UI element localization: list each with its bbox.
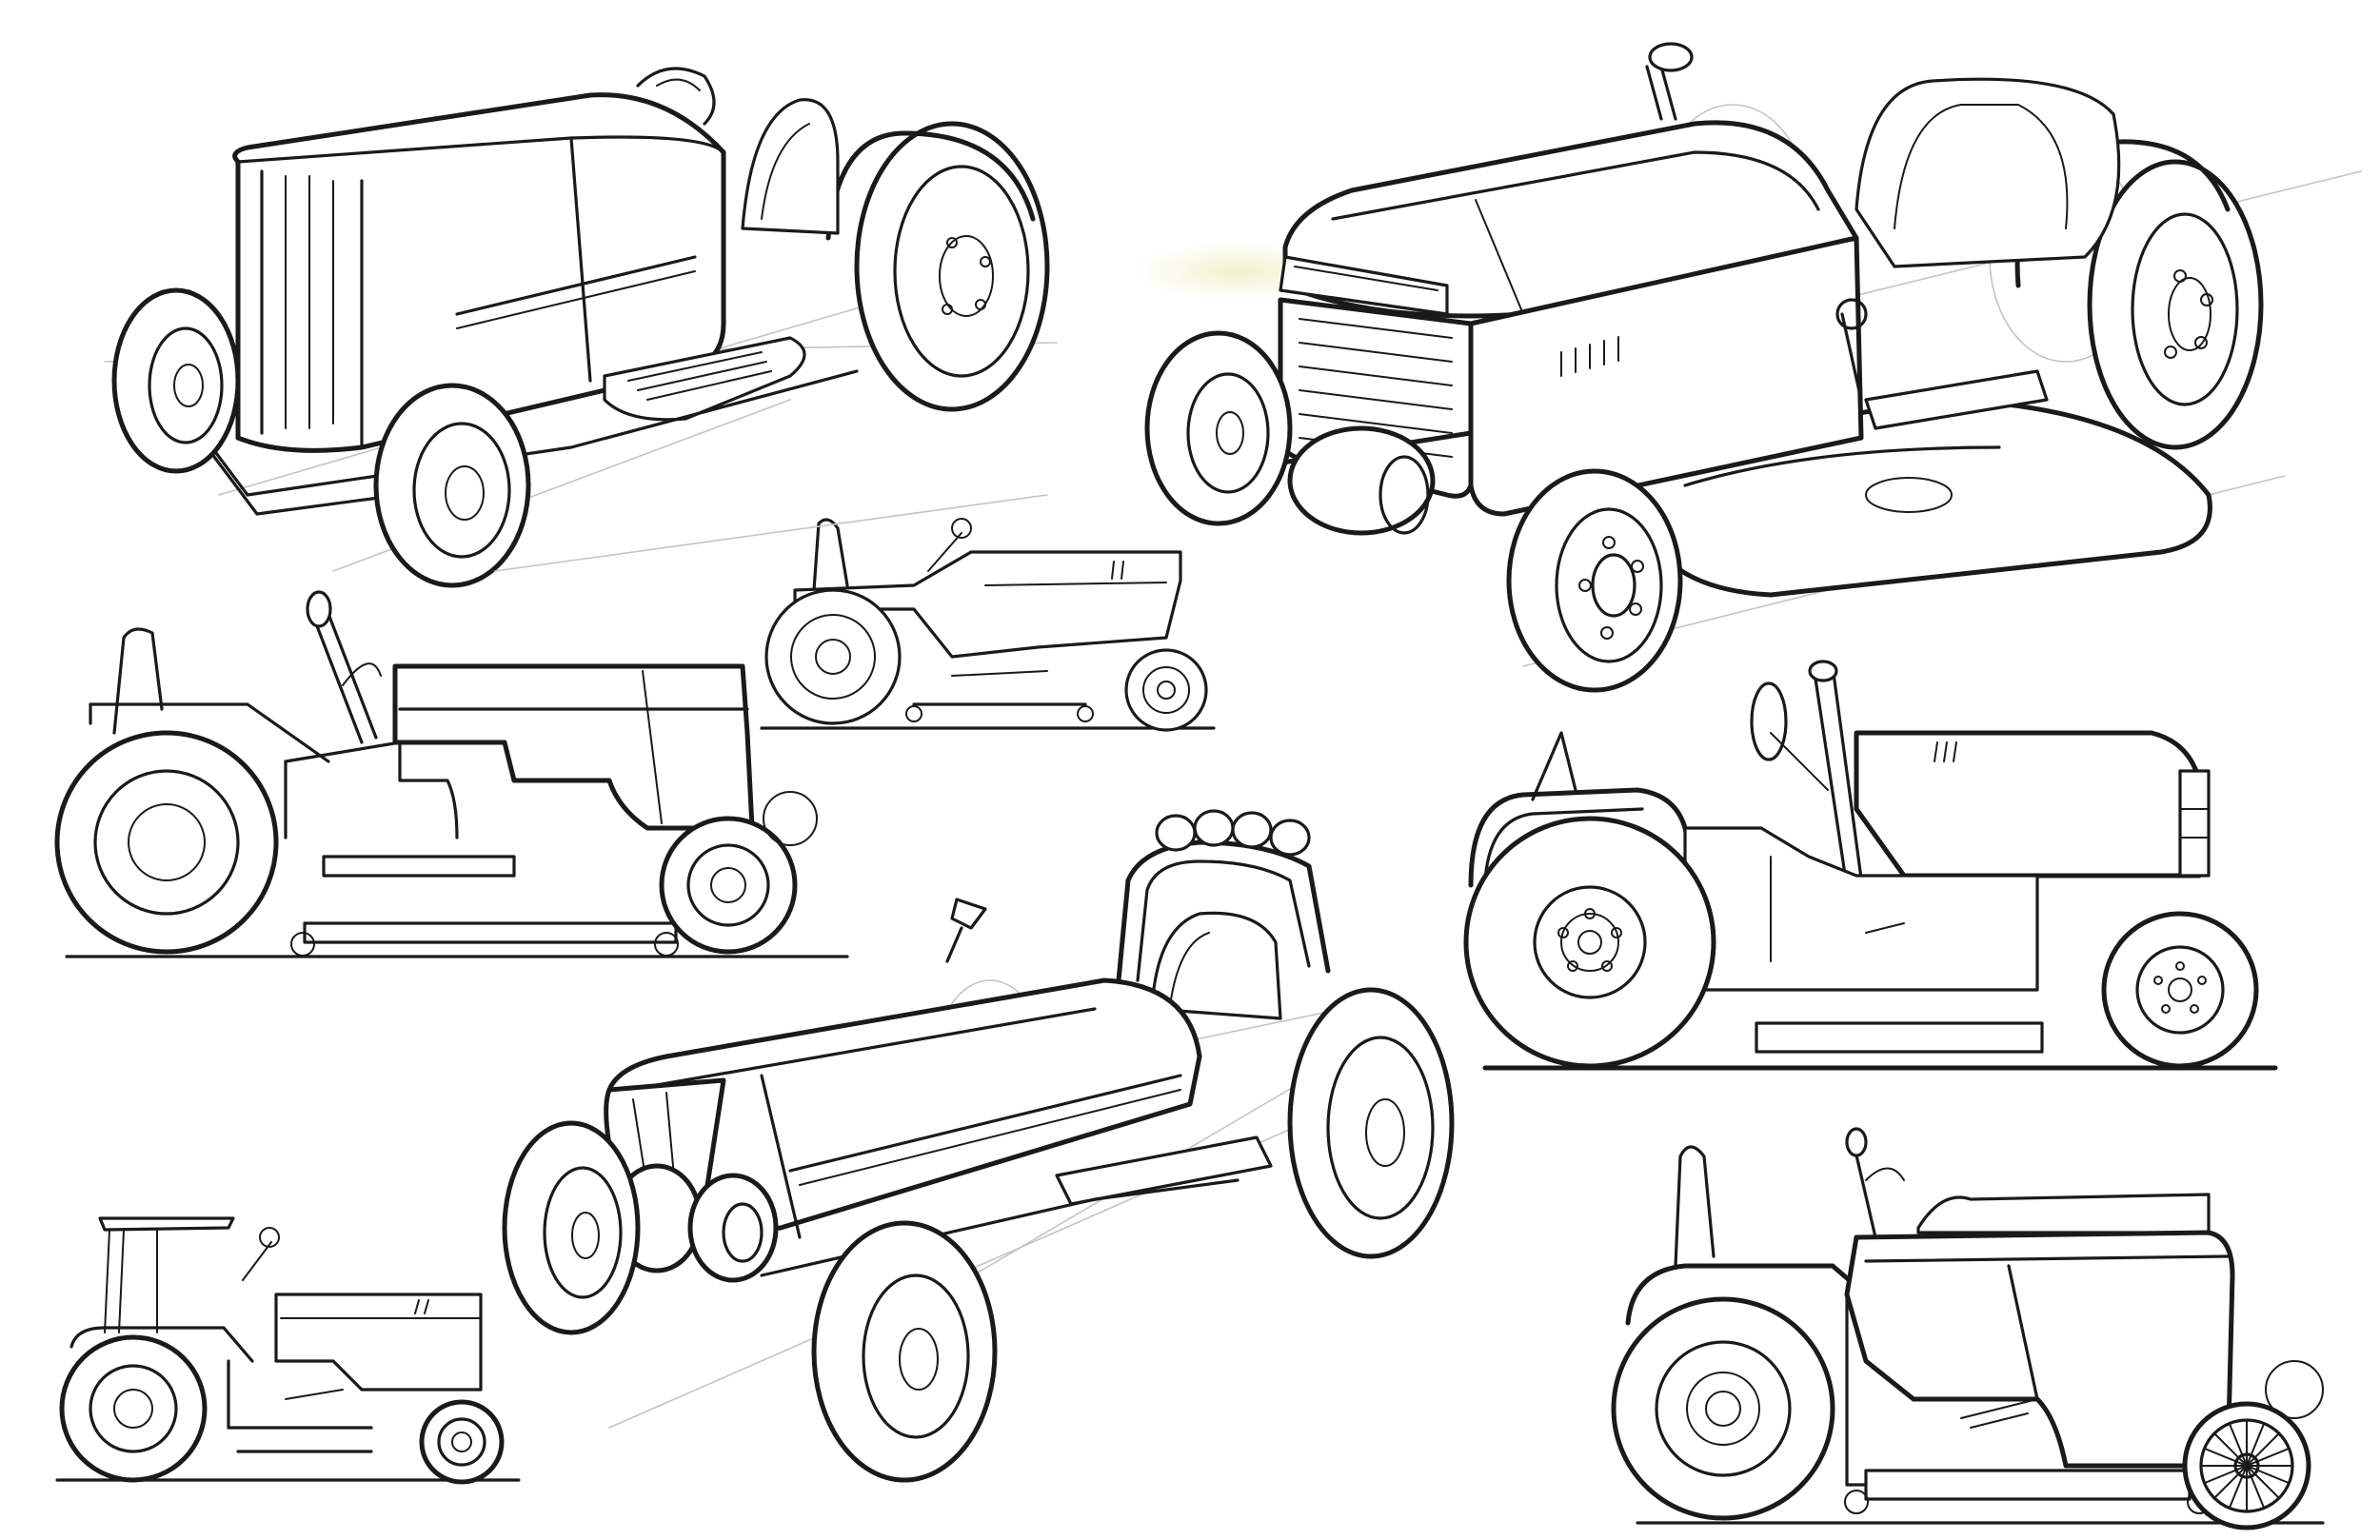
tractor-side-left <box>54 494 1048 958</box>
spoked-wheel-tractor-side <box>1611 1127 2325 1530</box>
front-wheel <box>419 1399 505 1485</box>
rear-wheel <box>1611 1296 1835 1521</box>
front-wheel <box>1124 648 1208 732</box>
front-left-wheel <box>1144 330 1293 526</box>
front-wheel <box>2101 911 2259 1069</box>
riding-mower-perspective <box>1133 42 2362 693</box>
canopy-tractor-side <box>55 1216 521 1485</box>
rear-wheel <box>1463 816 1716 1069</box>
front-right-wheel <box>811 1220 998 1483</box>
roadster-tractor-perspective <box>502 809 1455 1483</box>
rear-wheel <box>1287 987 1455 1259</box>
roof-lights <box>1155 809 1311 857</box>
rear-wheel <box>54 730 279 955</box>
front-left-wheel <box>111 287 241 474</box>
front-right-wheel <box>373 383 531 588</box>
vintage-tractor-side-right <box>1463 660 2278 1071</box>
front-right-wheel <box>1506 468 1683 693</box>
rear-wheel <box>764 588 902 725</box>
rear-wheel <box>2087 159 2264 450</box>
hotrod-tractor-perspective <box>104 67 1058 588</box>
spoked-front-wheel <box>2182 1401 2311 1530</box>
rear-wheel <box>59 1334 208 1483</box>
small-mower-side <box>760 518 1216 732</box>
front-left-wheel <box>502 1120 641 1335</box>
front-wheel <box>659 816 798 955</box>
rear-wheel <box>854 121 1050 412</box>
